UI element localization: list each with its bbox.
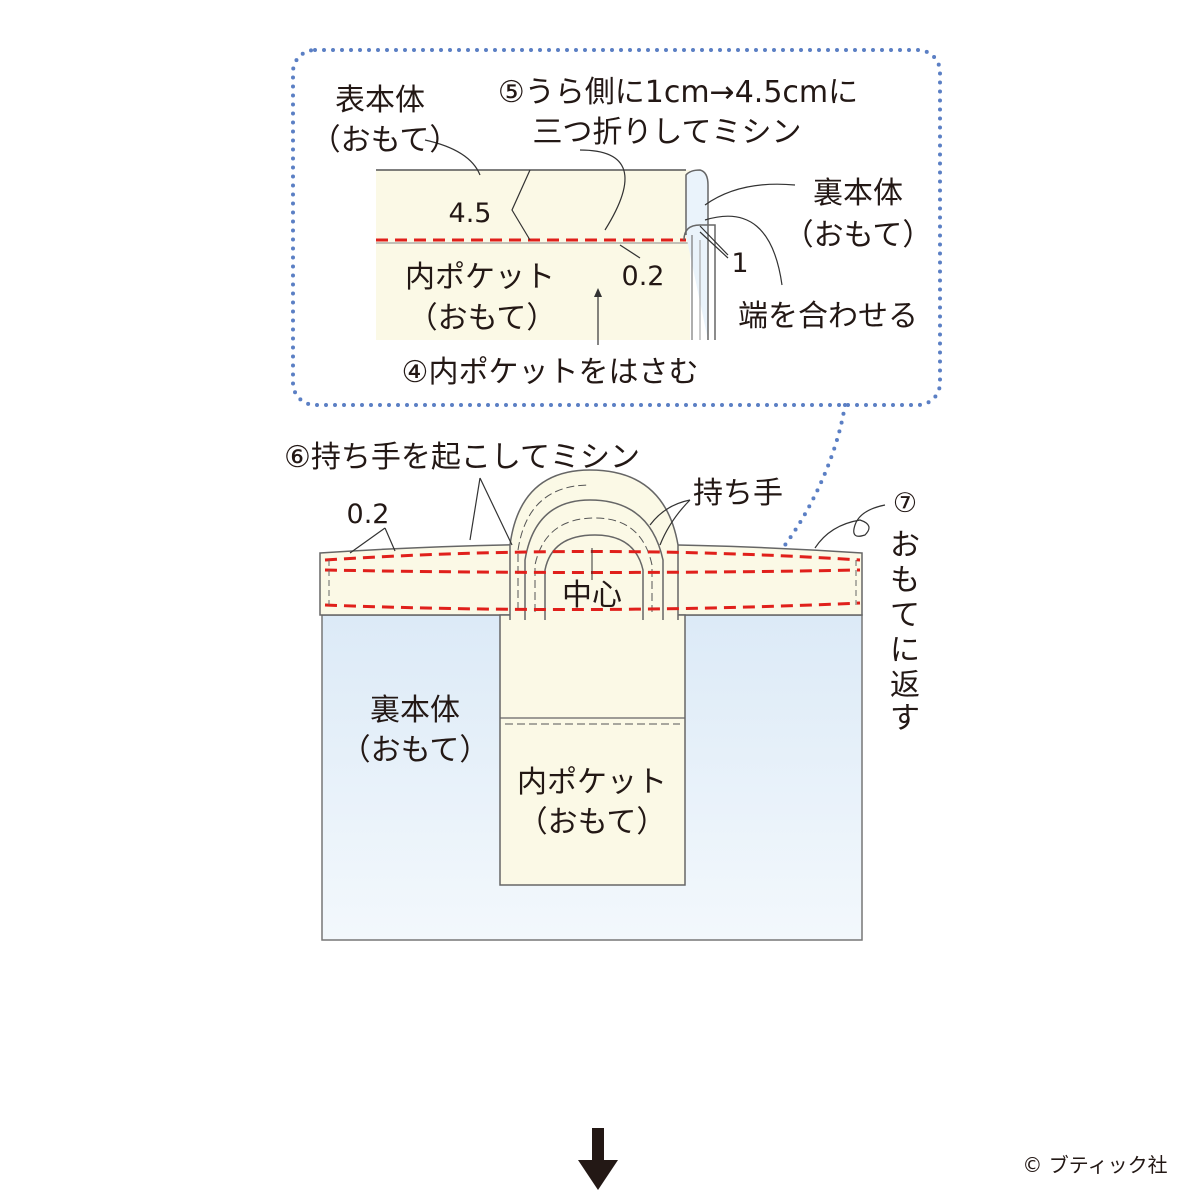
step7-char: す (890, 701, 920, 736)
outer-body-label: 表本体 (335, 83, 425, 118)
inner-pocket (499, 614, 686, 886)
step7-char: お (890, 528, 920, 563)
bag-drawing (319, 469, 886, 941)
bag-pocket-face-label: （おもて） (518, 805, 667, 840)
callout-bubble (291, 48, 942, 668)
lining-label: 裏本体 (813, 176, 903, 211)
pocket-label: 内ポケット (405, 260, 555, 295)
bag-pocket-label: 内ポケット (517, 765, 667, 800)
pocket-face-label: （おもて） (408, 301, 557, 336)
align-edges-label: 端を合わせる (738, 299, 918, 334)
step7-char: も (890, 563, 920, 598)
step7-number: ⑦ (893, 488, 917, 519)
lining-face-label: （おもて） (784, 218, 933, 253)
width-0-2: 0.2 (622, 261, 665, 292)
step5-line1: ⑤うら側に1cm→4.5cmに (498, 75, 858, 110)
copyright: © ブティック社 (1022, 1153, 1167, 1177)
step6-label: ⑥持ち手を起こしてミシン (284, 440, 640, 475)
down-arrow-icon (578, 1128, 618, 1190)
width-1: 1 (731, 248, 748, 279)
step4-label: ④内ポケットをはさむ (402, 355, 699, 390)
bag-width-0-2: 0.2 (347, 499, 390, 530)
hem-detail (376, 139, 796, 345)
step7-char: に (890, 633, 920, 668)
step7-char: て (890, 598, 920, 633)
bag-lining-face-label: （おもて） (341, 733, 490, 768)
step7-char: 返 (890, 668, 920, 703)
handle-label: 持ち手 (693, 476, 783, 511)
outer-body-face-label: （おもて） (311, 123, 460, 158)
bag-lining-label: 裏本体 (370, 693, 460, 728)
center-label: 中心 (562, 578, 622, 613)
width-4-5: 4.5 (449, 198, 492, 229)
step5-line2: 三つ折りしてミシン (532, 115, 801, 150)
